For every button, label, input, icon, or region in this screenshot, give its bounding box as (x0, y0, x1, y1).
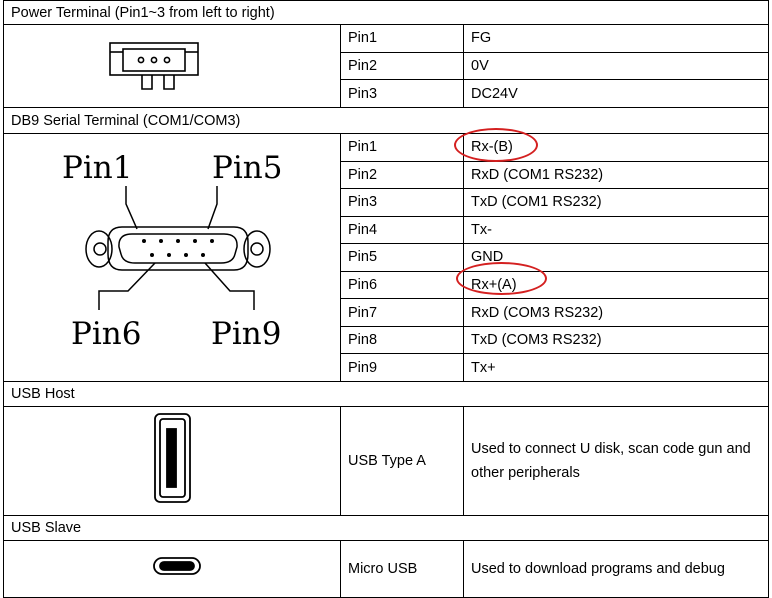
pin-label: Pin3 (340, 79, 464, 108)
pin-label: Pin6 (340, 270, 464, 300)
pin-label: Pin2 (340, 160, 464, 190)
pin-value: TxD (COM3 RS232) (462, 325, 770, 355)
usb-slave-description: Used to download programs and debug (462, 540, 770, 598)
db9-pin-row: Pin1 Pin5 Pin6 Pin9 (3, 133, 770, 382)
micro-usb-icon (153, 557, 201, 575)
pin-label: Pin3 (340, 188, 464, 217)
pin-label: Pin9 (340, 353, 464, 382)
usb-host-type: USB Type A (340, 406, 464, 516)
pin-value: Rx-(B) (462, 133, 770, 162)
power-section-header: Power Terminal (Pin1~3 from left to righ… (2, 0, 770, 25)
pin-value: GND (462, 243, 770, 272)
pin-value: FG (462, 24, 770, 53)
power-terminal-picture (3, 24, 341, 108)
pin-label: Pin8 (340, 325, 464, 355)
usb-slave-type: Micro USB (340, 540, 464, 598)
usb-host-picture (3, 406, 341, 516)
pin-value: Rx+(A) (462, 270, 770, 300)
diagram-label-pin5: Pin5 (212, 150, 282, 186)
power-pin-row: Pin1 FG (3, 24, 770, 108)
usb-host-description: Used to connect U disk, scan code gun an… (462, 406, 770, 516)
db9-pin-row: Pin7 RxD (COM3 RS232) (4, 298, 770, 327)
db9-section-header: DB9 Serial Terminal (COM1/COM3) (2, 107, 770, 134)
db9-section-title: DB9 Serial Terminal (COM1/COM3) (2, 107, 770, 134)
usb-type-a-icon (154, 413, 191, 503)
diagram-label-pin1: Pin1 (62, 150, 132, 186)
terminal-block-icon (109, 42, 199, 90)
usb-slave-picture (3, 540, 341, 598)
diagram-label-pin9: Pin9 (211, 316, 281, 352)
pin-label: Pin2 (340, 51, 464, 81)
pin-value: TxD (COM1 RS232) (462, 188, 770, 217)
diagram-label-pin6: Pin6 (71, 316, 141, 352)
pin-label: Pin7 (340, 298, 464, 327)
usb-slave-section-header: USB Slave (2, 515, 770, 541)
db9-pin-row: Pin3 TxD (COM1 RS232) (4, 188, 770, 217)
usb-host-row: USB Type A Used to connect U disk, scan … (3, 406, 770, 516)
pin-value: RxD (COM3 RS232) (462, 298, 770, 327)
db9-pin-row: Pin2 RxD (COM1 RS232) (4, 160, 770, 190)
pin-label: Pin1 (340, 133, 464, 162)
usb-host-section-title: USB Host (2, 381, 770, 407)
db9-pin-row: Pin9 Tx+ (4, 353, 770, 382)
usb-slave-section-title: USB Slave (2, 515, 770, 541)
power-section-title: Power Terminal (Pin1~3 from left to righ… (2, 0, 770, 25)
pin-label: Pin1 (340, 24, 464, 53)
db9-pin-row: Pin4 Tx- (4, 215, 770, 245)
db9-connector-picture: Pin1 Pin5 Pin6 Pin9 (3, 133, 341, 382)
pin-value: 0V (462, 51, 770, 81)
usb-host-section-header: USB Host (2, 381, 770, 407)
pin-label: Pin4 (340, 215, 464, 245)
pin-value: RxD (COM1 RS232) (462, 160, 770, 190)
usb-slave-row: Micro USB Used to download programs and … (3, 540, 770, 598)
pin-value: DC24V (462, 79, 770, 108)
db9-pin-row: Pin5 GND (4, 243, 770, 272)
db9-connector-icon: Pin1 Pin5 Pin6 Pin9 (62, 150, 282, 352)
pin-label: Pin5 (340, 243, 464, 272)
pin-value: Tx- (462, 215, 770, 245)
pin-value: Tx+ (462, 353, 770, 382)
power-pin-row: Pin3 DC24V (4, 79, 770, 108)
